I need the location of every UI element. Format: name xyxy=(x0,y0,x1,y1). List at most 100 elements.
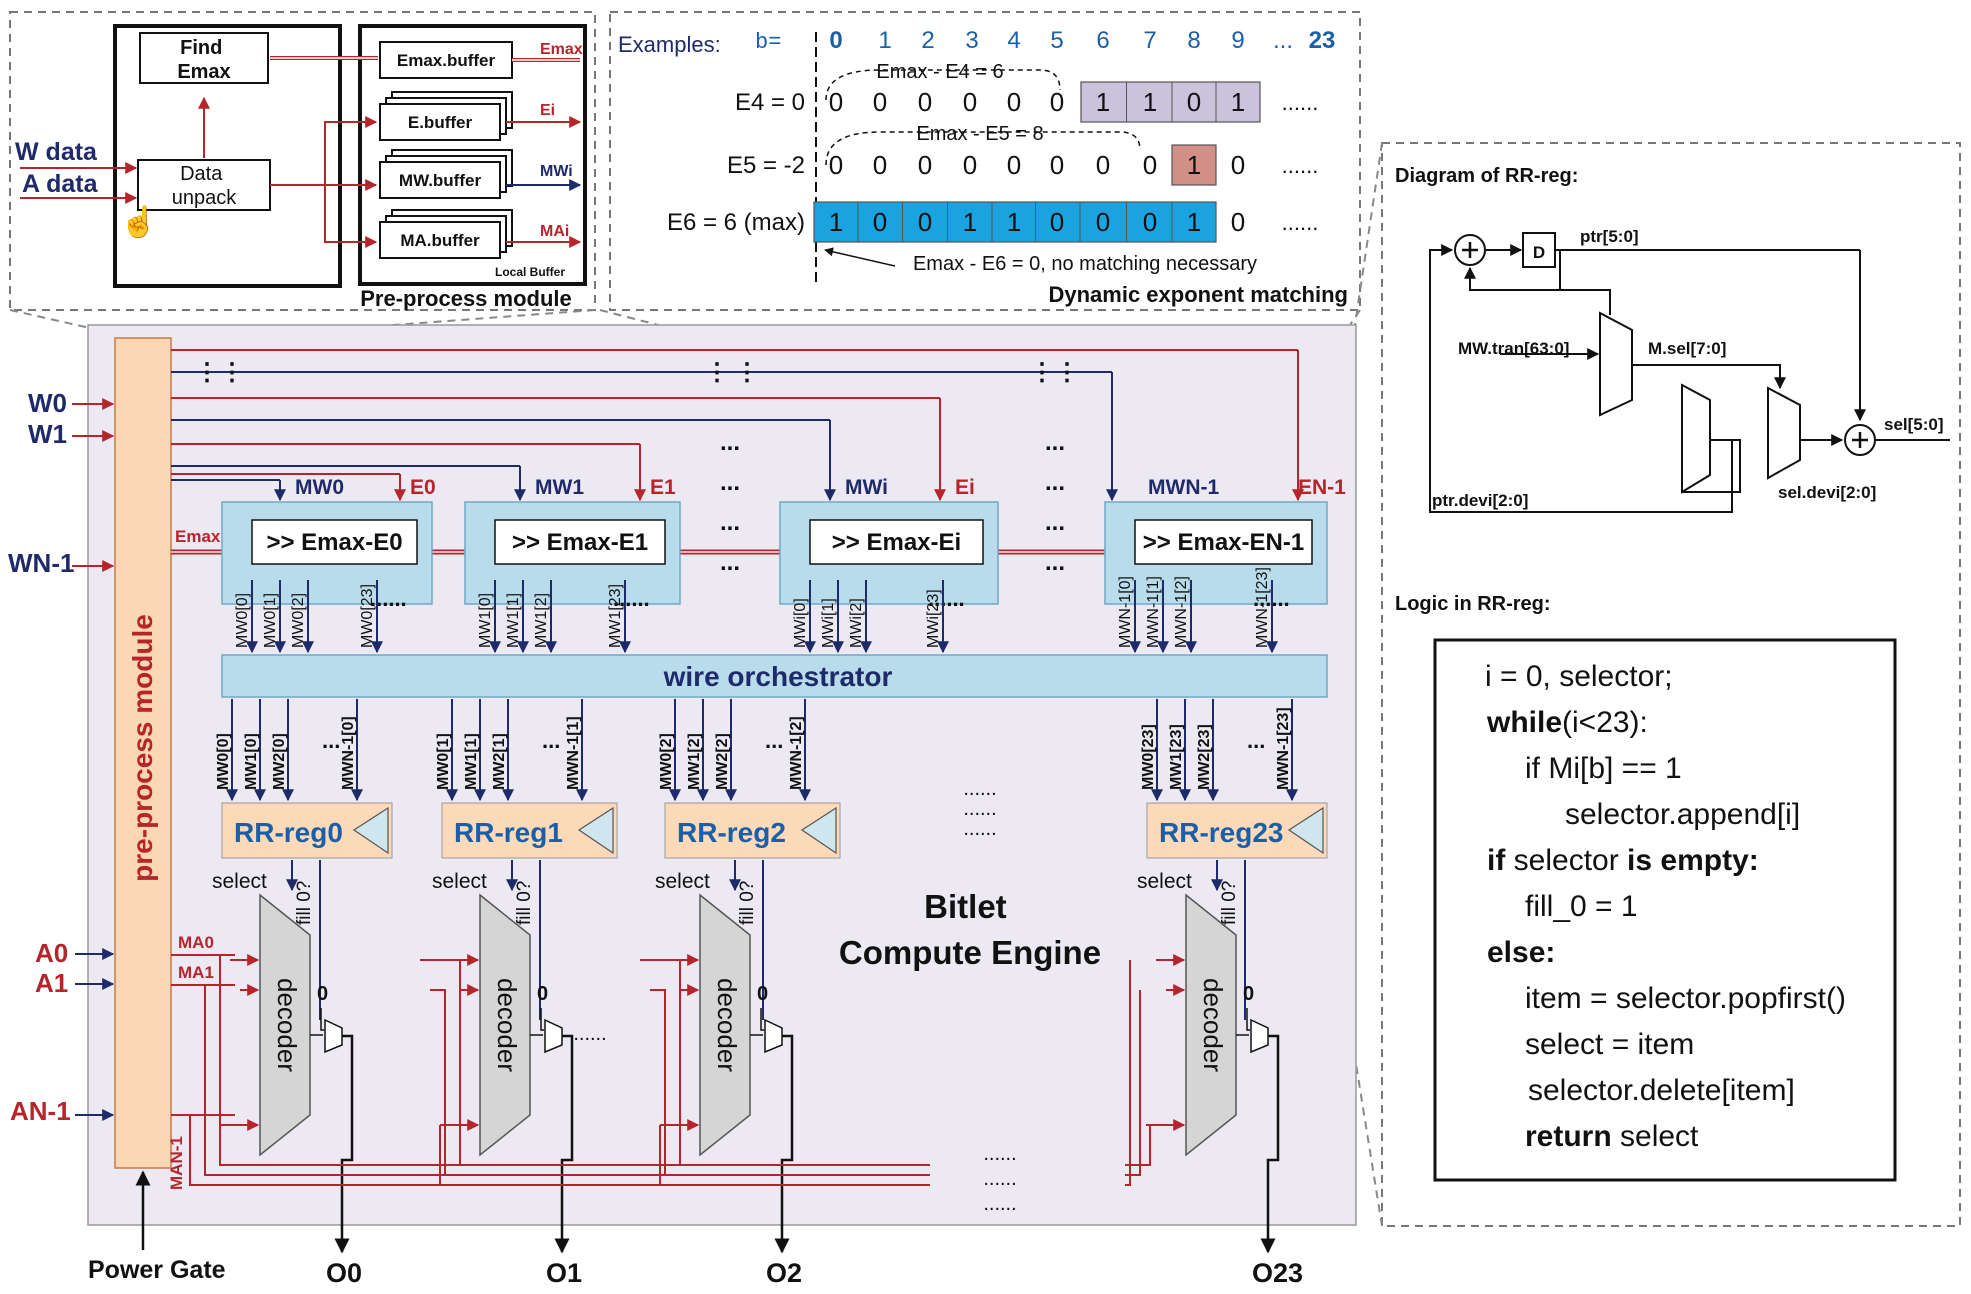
mw-tran-label: MW.tran[63:0] xyxy=(1458,339,1569,358)
out-mai-label: MAi xyxy=(540,223,569,240)
shifter-out-2-2: MWi[2] xyxy=(848,598,865,648)
sel-devi-label: sel.devi[2:0] xyxy=(1778,483,1876,502)
find-emax-line2: Emax xyxy=(177,61,230,83)
power-gate-label: Power Gate xyxy=(88,1256,226,1284)
emax-buffer-box xyxy=(379,41,513,79)
rr-logic-lines: i = 0, selector;while(i<23):if Mi[b] == … xyxy=(1485,660,1846,1153)
examples-label: Examples: xyxy=(618,32,721,57)
shifter-out-3-2: MWN-1[2] xyxy=(1173,576,1190,648)
wn1-input-label: WN-1 xyxy=(8,548,74,578)
logic-line-7: item = selector.popfirst() xyxy=(1525,982,1846,1015)
e-buffer-label: E.buffer xyxy=(408,113,473,132)
b-value-2: 2 xyxy=(921,27,934,54)
mid-ellipsis-6: ...... xyxy=(983,1193,1016,1215)
man1-label: MAN-1 xyxy=(167,1136,186,1190)
shifter-out-2-1: MWi[1] xyxy=(820,598,837,648)
b-value-11: 23 xyxy=(1309,27,1336,54)
bus-vdots-3: ⋮ xyxy=(735,359,759,386)
bus-dots-3: ... xyxy=(720,549,740,576)
b-value-6: 6 xyxy=(1096,27,1109,54)
exponent-label-2: E6 = 6 (max) xyxy=(667,209,805,236)
fill-label-2: fill 0? xyxy=(737,881,758,925)
shifter-label-3: >> Emax-EN-1 xyxy=(1143,529,1304,556)
zero-label-0: 0 xyxy=(317,983,328,1005)
m-sel-label: M.sel[7:0] xyxy=(1648,339,1726,358)
exponent-label-1: E5 = -2 xyxy=(727,152,805,179)
b-value-5: 5 xyxy=(1050,27,1063,54)
e-label-0: E0 xyxy=(410,476,436,499)
logic-line-9: selector.delete[item] xyxy=(1528,1074,1795,1107)
decoder-label-1: decoder xyxy=(492,978,522,1072)
mid-ellipsis-5: ...... xyxy=(983,1168,1016,1190)
orch-out-2-0: MW0[2] xyxy=(658,733,675,790)
bus-dots-5: ... xyxy=(1045,469,1065,496)
logic-line-5: fill_0 = 1 xyxy=(1525,890,1638,923)
shifter-out-0-1: MW0[1] xyxy=(262,593,279,648)
bus-dots-1: ... xyxy=(720,469,740,496)
output-label-0: O0 xyxy=(326,1258,362,1288)
orch-ellipsis-2: ... xyxy=(765,728,783,753)
output-mux-1 xyxy=(544,1018,563,1054)
find-emax-box xyxy=(139,32,269,84)
fill-label-3: fill 0? xyxy=(1219,881,1240,925)
mid-ellipsis-4: ...... xyxy=(983,1143,1016,1165)
e-label-3: EN-1 xyxy=(1298,476,1346,499)
zero-label-1: 0 xyxy=(537,983,548,1005)
rr-logic-title: Logic in RR-reg: xyxy=(1395,593,1551,615)
shifter-out-3-3: MWN-1[23] xyxy=(1254,567,1271,648)
ma0-label: MA0 xyxy=(178,933,214,952)
logic-line-1: while(i<23): xyxy=(1486,706,1648,739)
diff-note-0: Emax - E4 = 6 xyxy=(876,61,1003,83)
diff-note-2: Emax - E6 = 0, no matching necessary xyxy=(913,253,1257,275)
shifter-out-1-1: MW1[1] xyxy=(505,593,522,648)
orch-out-0-0: MW0[0] xyxy=(215,733,232,790)
w0-input-label: W0 xyxy=(28,388,67,418)
preprocess-panel: Find Emax Data unpack ☝ W data A data Em… xyxy=(9,11,596,311)
rr-reg-label-0: RR-reg0 xyxy=(234,817,343,848)
ptr-devi-label: ptr.devi[2:0] xyxy=(1432,491,1528,510)
rr-circuit xyxy=(1429,232,1950,513)
bit-tail-2: ...... xyxy=(1282,210,1319,235)
b-value-1: 1 xyxy=(878,27,891,54)
b-value-10: ... xyxy=(1273,27,1293,54)
orch-out-0-1: MW1[0] xyxy=(243,733,260,790)
orch-out-3-2: MW2[23] xyxy=(1196,724,1213,790)
bit-0-9: 1 xyxy=(1231,87,1245,117)
rr-reg-clock-0 xyxy=(352,806,389,855)
bit-0-7: 1 xyxy=(1143,87,1157,117)
e-label-1: E1 xyxy=(650,476,676,499)
b-label: b= xyxy=(755,30,781,55)
bit-1-7: 0 xyxy=(1143,150,1157,180)
shifter-out-1-0: MW1[0] xyxy=(477,593,494,648)
orch-out-3-0: MW0[23] xyxy=(1140,724,1157,790)
bit-2-6: 0 xyxy=(1096,207,1110,237)
engine-preprocess-label: pre-process module xyxy=(127,614,158,882)
mw-label-1: MW1 xyxy=(535,476,584,499)
bit-0-3: 0 xyxy=(963,87,977,117)
b-value-8: 8 xyxy=(1187,27,1200,54)
matched-bits-highlight-1 xyxy=(1171,144,1217,186)
shifter-out-1-2: MW1[2] xyxy=(533,593,550,648)
examples-title: Dynamic exponent matching xyxy=(1048,282,1348,307)
logic-line-0: i = 0, selector; xyxy=(1485,660,1673,693)
mid-ellipsis-2: ...... xyxy=(963,818,996,840)
rr-diagram-title: Diagram of RR-reg: xyxy=(1395,165,1578,187)
svg-text:Bitlet Compute Engine: Bitlet Compute Engine xyxy=(839,888,1101,971)
bit-1-2: 0 xyxy=(918,150,932,180)
local-buffer-label: Local Buffer xyxy=(495,265,565,279)
bit-0-2: 0 xyxy=(918,87,932,117)
output-mux-2 xyxy=(764,1018,783,1054)
matched-bits-highlight-0 xyxy=(1080,81,1261,123)
fill-label-1: fill 0? xyxy=(514,881,535,925)
orch-out-0-2: MW2[0] xyxy=(271,733,288,790)
emax-buffer-label: Emax.buffer xyxy=(397,51,496,70)
rr-reg-label-3: RR-reg23 xyxy=(1159,817,1283,848)
wire-orchestrator-label: wire orchestrator xyxy=(663,661,893,692)
bus-dots-6: ... xyxy=(1045,509,1065,536)
svg-text:Find Emax: Find Emax xyxy=(177,37,230,83)
ma-buffer-label: MA.buffer xyxy=(400,231,480,250)
orch-ellipsis-3: ... xyxy=(1247,728,1265,753)
out-emax-label: Emax xyxy=(540,41,583,58)
rr-panel: Diagram of RR-reg: xyxy=(1381,142,1961,1227)
